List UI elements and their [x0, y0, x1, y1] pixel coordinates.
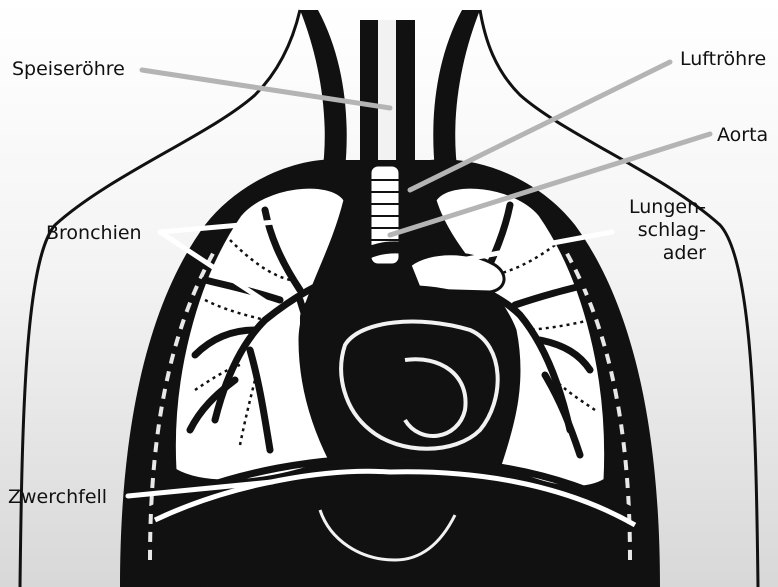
label-diaphragm: Zwerchfell: [8, 486, 107, 509]
label-pulmonary-artery-line-2: schlag-: [618, 219, 706, 242]
label-trachea: Luftröhre: [680, 48, 766, 71]
label-pulmonary-artery-line-1: Lungen-: [618, 196, 706, 219]
label-bronchi: Bronchien: [46, 222, 142, 245]
label-esophagus: Speiseröhre: [12, 58, 125, 81]
esophagus-pointer: [142, 70, 390, 108]
esophagus-light: [378, 20, 396, 180]
label-pulmonary-artery-line-3: ader: [618, 242, 706, 265]
label-aorta: Aorta: [717, 124, 768, 147]
label-pulmonary-artery: Lungen- schlag- ader: [618, 196, 706, 265]
